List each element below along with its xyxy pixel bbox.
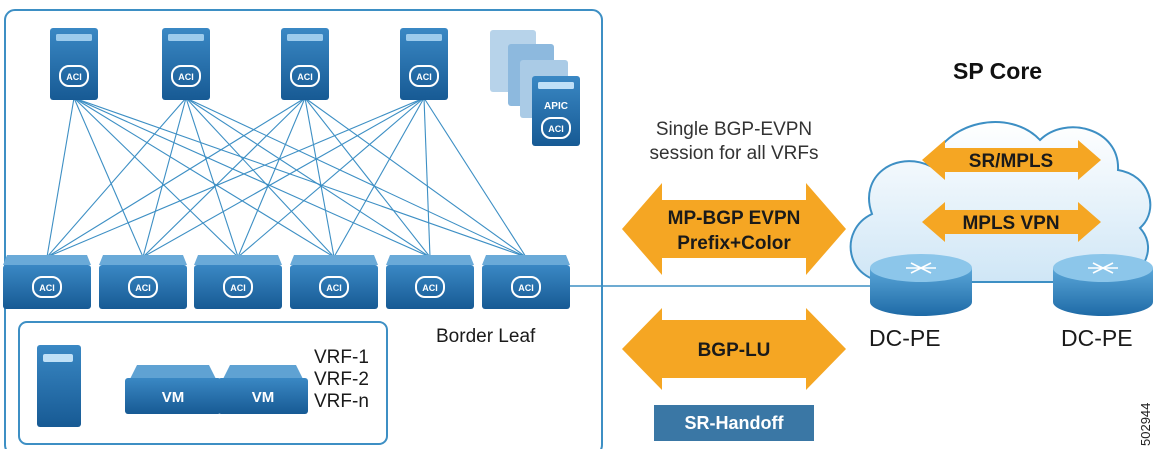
leaf-switch-4: ACI <box>290 255 378 309</box>
fabric-link <box>142 97 187 258</box>
fabric-link <box>142 97 425 258</box>
svg-text:VM: VM <box>162 389 185 406</box>
svg-text:ACI: ACI <box>135 283 151 293</box>
vrf-n-label: VRF-n <box>314 391 369 412</box>
fabric-link <box>237 97 306 258</box>
fabric-link <box>185 97 431 258</box>
figure-id: 502944 <box>1138 402 1153 446</box>
fabric-link <box>73 97 335 258</box>
fabric-link <box>73 97 144 258</box>
fabric-link <box>46 97 425 258</box>
fabric-link <box>185 97 239 258</box>
svg-text:ACI: ACI <box>416 72 432 82</box>
border-leaf-label: Border Leaf <box>436 326 536 347</box>
spine-leaf-links <box>46 97 527 258</box>
evpn-arrow: MP-BGP EVPN Prefix+Color <box>622 183 846 275</box>
server-icon <box>37 345 81 427</box>
apic-aci-chip: ACI <box>541 117 571 139</box>
sr-handoff-badge: SR-Handoff <box>654 405 814 441</box>
svg-text:ACI: ACI <box>422 283 438 293</box>
svg-text:MPLS VPN: MPLS VPN <box>962 213 1059 234</box>
fabric-link <box>423 97 527 258</box>
svg-text:BGP-LU: BGP-LU <box>698 340 771 361</box>
fabric-link <box>46 97 187 258</box>
svg-text:ACI: ACI <box>178 72 194 82</box>
vm-icon-1: VM <box>125 365 221 414</box>
vm-icon-2: VM <box>218 365 308 414</box>
spine-switch-2: ACI <box>162 28 210 100</box>
host-boundary <box>18 321 388 445</box>
leaf-switch-5: ACI <box>386 255 474 309</box>
svg-text:Prefix+Color: Prefix+Color <box>677 233 791 254</box>
fabric-link <box>185 97 527 258</box>
vrf-2-label: VRF-2 <box>314 369 369 390</box>
fabric-link <box>73 97 431 258</box>
fabric-link <box>237 97 425 258</box>
mplsvpn-arrow: MPLS VPN <box>922 202 1101 242</box>
dc-pe-right-label: DC-PE <box>1061 325 1133 351</box>
svg-text:MP-BGP EVPN: MP-BGP EVPN <box>668 208 801 229</box>
fabric-link <box>304 97 335 258</box>
spine-switch-1: ACI <box>50 28 98 100</box>
spine-switch-4: ACI <box>400 28 448 100</box>
dc-pe-router-left <box>870 254 972 316</box>
fabric-link <box>423 97 431 258</box>
leaf-switch-6: ACI <box>482 255 570 309</box>
bgp-lu-arrow: BGP-LU <box>622 308 846 390</box>
fabric-link <box>333 97 425 258</box>
fabric-link <box>73 97 239 258</box>
fabric-link <box>304 97 527 258</box>
vrf-1-label: VRF-1 <box>314 347 369 368</box>
apic-cluster: APIC <box>490 30 580 146</box>
evpn-session-caption: Single BGP-EVPN session for all VRFs <box>649 119 819 164</box>
spine-switches: ACI ACI ACI ACI <box>50 28 448 100</box>
spine-switch-3: ACI <box>281 28 329 100</box>
fabric-link <box>185 97 335 258</box>
apic-label: APIC <box>544 101 568 112</box>
svg-text:VM: VM <box>252 389 275 406</box>
vrf-list: VRF-1 VRF-2 VRF-n <box>314 347 369 413</box>
svg-text:ACI: ACI <box>39 283 55 293</box>
leaf-switch-2: ACI <box>99 255 187 309</box>
fabric-link <box>46 97 75 258</box>
svg-text:ACI: ACI <box>66 72 82 82</box>
svg-text:ACI: ACI <box>548 124 564 134</box>
svg-text:ACI: ACI <box>518 283 534 293</box>
svg-text:ACI: ACI <box>326 283 342 293</box>
fabric-link <box>304 97 431 258</box>
svg-text:ACI: ACI <box>297 72 313 82</box>
fabric-boundary <box>4 9 603 449</box>
dc-pe-router-right <box>1053 254 1153 316</box>
srmpls-arrow: SR/MPLS <box>922 140 1101 180</box>
dc-pe-left-label: DC-PE <box>869 325 941 351</box>
leaf-switch-1: ACI <box>3 255 91 309</box>
svg-text:SR/MPLS: SR/MPLS <box>969 151 1053 172</box>
leaf-switch-3: ACI <box>194 255 282 309</box>
leaf-switches: ACI ACI ACI ACI ACI ACI <box>3 255 570 309</box>
fabric-link <box>73 97 527 258</box>
sp-core-title: SP Core <box>953 58 1043 84</box>
fabric-link <box>46 97 306 258</box>
svg-text:ACI: ACI <box>230 283 246 293</box>
fabric-link <box>142 97 306 258</box>
